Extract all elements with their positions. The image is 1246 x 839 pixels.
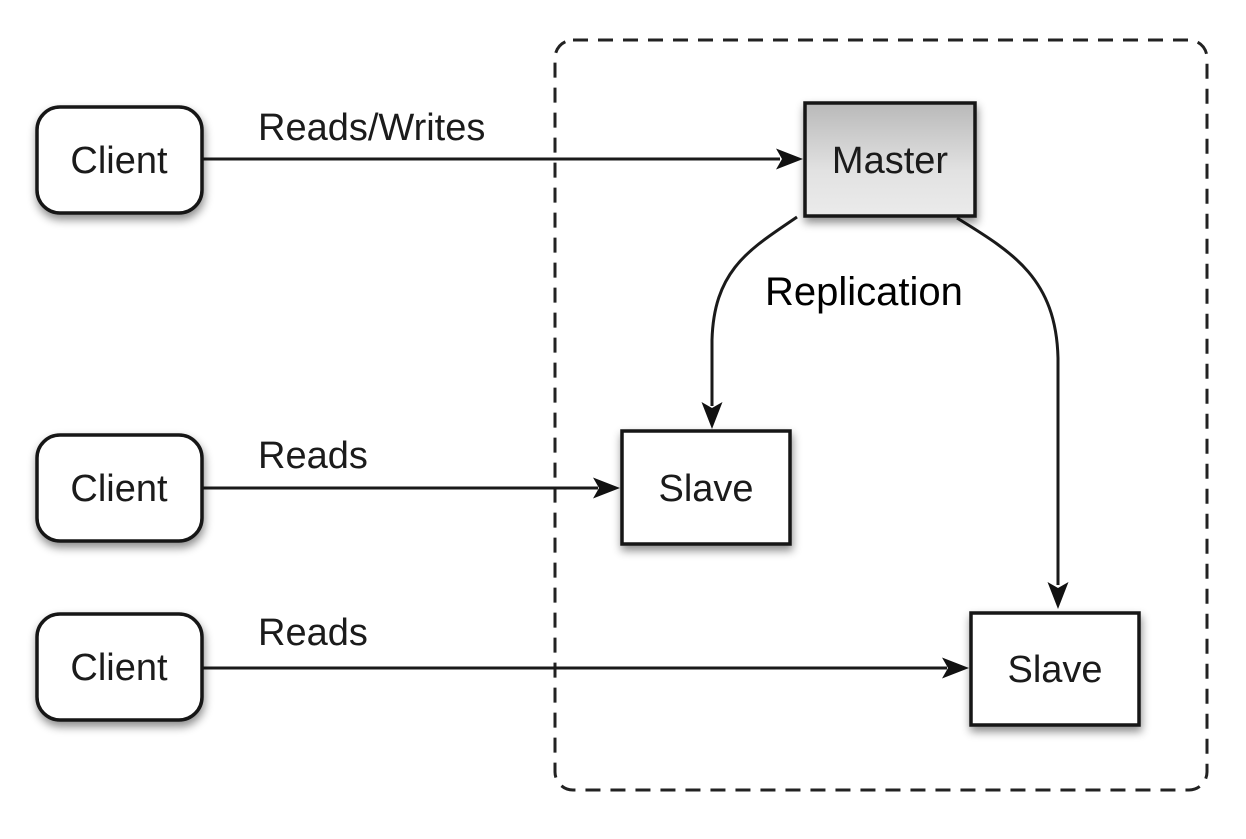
master-label: Master [832,140,948,182]
client-2-label: Client [70,468,168,510]
arrowhead-into-slave1 [593,477,620,499]
node-client-1: Client [35,105,204,215]
edge-client1-to-master: Reads/Writes [202,107,803,170]
replication-curve-left [710,215,798,406]
edge-label-reads-2: Reads [258,612,368,654]
node-master: Master [803,101,977,218]
edge-label-replication: Replication [765,270,963,314]
edge-master-to-slave2-replication [956,216,1069,609]
server-group-dashed-border [553,38,1209,792]
arrowhead-into-master [776,148,803,170]
edge-client3-to-slave2: Reads [202,612,969,679]
client-1-label: Client [70,140,168,182]
edge-master-to-slave1-replication [701,215,798,429]
slave-2-box [969,611,1141,727]
master-box [803,101,977,218]
arrowhead-down-slave1 [701,402,723,429]
edge-label-reads-writes: Reads/Writes [258,107,485,149]
edge-label-reads-1: Reads [258,435,368,477]
node-slave-1: Slave [620,429,792,546]
slave-1-box [620,429,792,546]
client-2-box [35,433,204,543]
client-3-box [35,612,204,722]
node-client-2: Client [35,433,204,543]
replication-curve-right [956,216,1060,585]
edge-client2-to-slave1: Reads [202,435,620,499]
client-1-box [35,105,204,215]
client-3-label: Client [70,647,168,689]
arrowhead-down-slave2 [1047,582,1069,609]
slave-1-label: Slave [658,468,753,510]
arrowhead-into-slave2 [942,657,969,679]
node-client-3: Client [35,612,204,722]
slave-2-label: Slave [1007,649,1102,691]
node-slave-2: Slave [969,611,1141,727]
